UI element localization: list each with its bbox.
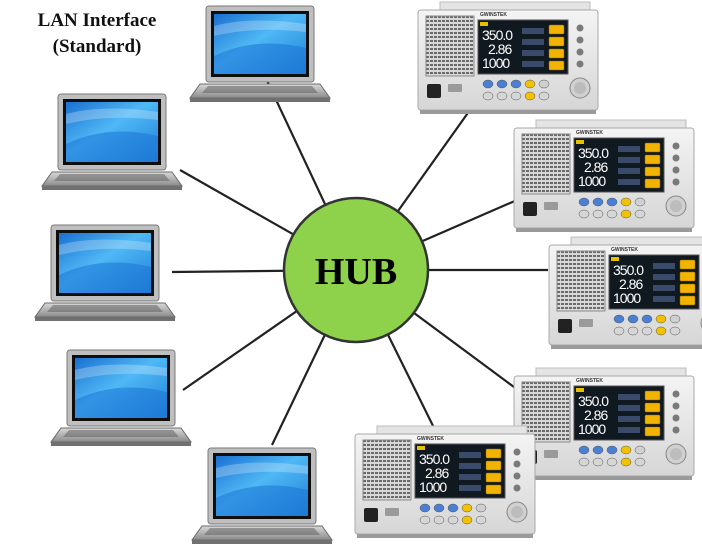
psu-voltage: 350.0 [578, 145, 609, 161]
hub-circle [282, 196, 430, 344]
hub-label: HUB [315, 251, 397, 293]
diagram-title: LAN Interface (Standard) [22, 8, 172, 60]
psu-brand: GWINSTEK [576, 130, 603, 136]
title-line-1: LAN Interface [37, 10, 157, 31]
psu-brand: GWINSTEK [576, 378, 603, 384]
psu-power: 1000 [613, 290, 641, 306]
hub: HUB [282, 196, 430, 344]
psu-voltage: 350.0 [578, 393, 609, 409]
psu-current: 2.86 [425, 465, 449, 481]
laptop-icon [189, 5, 331, 102]
psu-power: 1000 [482, 55, 510, 71]
psu-current: 2.86 [488, 41, 512, 57]
vent-grille [521, 381, 571, 443]
psu-power: 1000 [419, 479, 447, 495]
psu-current: 2.86 [584, 407, 608, 423]
vent-grille [425, 15, 475, 77]
psu-current: 2.86 [584, 159, 608, 175]
psu-voltage: 350.0 [419, 451, 450, 467]
vent-grille [521, 133, 571, 195]
psu-current: 2.86 [619, 276, 643, 292]
title-line-2: (Standard) [52, 36, 142, 57]
psu-brand: GWINSTEK [480, 12, 507, 18]
laptop-icon [41, 93, 183, 190]
laptop-icon [34, 224, 176, 321]
vent-grille [362, 439, 412, 501]
psu-brand: GWINSTEK [611, 247, 638, 253]
psu-power: 1000 [578, 421, 606, 437]
laptop-icon [50, 349, 192, 446]
devices: GWINSTEK350.02.861000GWINSTEK350.02.8610… [34, 1, 702, 544]
laptop-icon [191, 447, 333, 544]
psu-power: 1000 [578, 173, 606, 189]
psu-brand: GWINSTEK [417, 436, 444, 442]
psu-voltage: 350.0 [613, 262, 644, 278]
vent-grille [556, 250, 606, 312]
psu-voltage: 350.0 [482, 27, 513, 43]
